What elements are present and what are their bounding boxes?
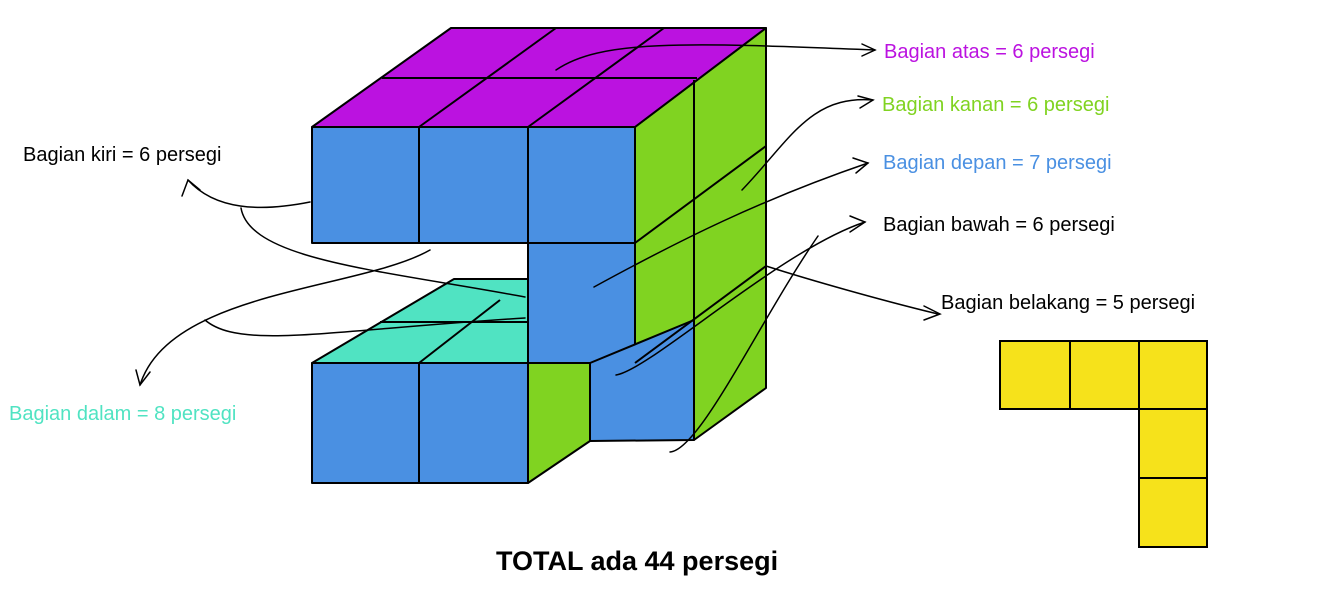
arrow-atas [555, 44, 876, 71]
arrow-depan [593, 162, 869, 288]
label-kanan: Bagian kanan = 6 persegi [882, 94, 1110, 116]
total-text: TOTAL ada 44 persegi [496, 546, 779, 576]
front-face-middle [527, 242, 636, 364]
arrow-kiri-tail [240, 207, 526, 298]
arrow-atas-head [861, 43, 877, 57]
back-square-5 [1138, 477, 1208, 548]
arrow-kanan [741, 98, 874, 191]
back-square-1 [999, 340, 1071, 410]
arrow-dalam [139, 249, 431, 386]
arrow-belakang [765, 265, 939, 315]
label-belakang: Bagian belakang = 5 persegi [941, 292, 1196, 314]
front-face-upper [311, 126, 636, 244]
arrow-kanan-head [857, 95, 875, 109]
arrow-dalam-tail [204, 317, 526, 337]
label-atas: Bagian atas = 6 persegi [884, 41, 1095, 63]
label-kiri: Bagian kiri = 6 persegi [23, 144, 222, 166]
front-face-back-lower [589, 319, 695, 442]
arrow-depan-head [852, 157, 870, 174]
label-dalam: Bagian dalam = 8 persegi [9, 403, 237, 425]
label-depan: Bagian depan = 7 persegi [883, 152, 1112, 174]
arrow-kiri-head [181, 178, 201, 197]
back-face-net [999, 340, 1208, 548]
arrow-dalam-head [135, 369, 151, 387]
arrow-bawah-head [849, 215, 867, 233]
arrow-bawah [615, 221, 866, 376]
arrow-kiri [187, 179, 311, 209]
arrow-bawah-tail [669, 235, 819, 453]
label-bawah: Bagian bawah = 6 persegi [883, 214, 1115, 236]
back-square-3 [1138, 340, 1208, 410]
back-square-2 [1069, 340, 1141, 410]
back-square-4 [1138, 408, 1208, 479]
arrow-belakang-head [923, 305, 942, 321]
